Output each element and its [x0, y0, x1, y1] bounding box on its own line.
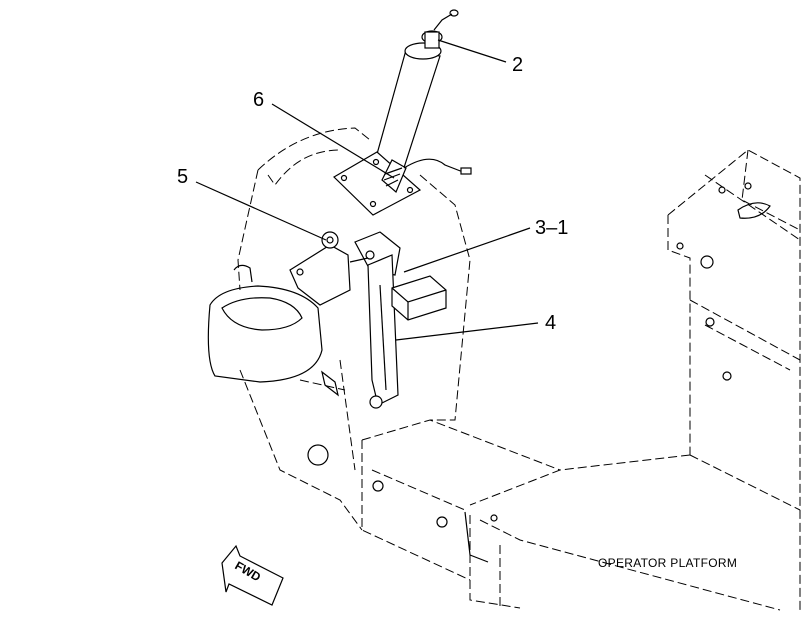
right-frame-structure: [469, 149, 801, 610]
left-console: [207, 127, 471, 531]
leader-lines: [195, 39, 539, 341]
callout-6: 6: [253, 89, 264, 111]
mounting-plate: [333, 151, 472, 216]
platform-box: [361, 419, 781, 611]
callout-4: 4: [545, 312, 556, 334]
pedal-assembly: [289, 231, 447, 409]
callout-5: 5: [177, 166, 188, 188]
fwd-arrow-icon: FWD: [221, 544, 284, 606]
callout-2: 2: [512, 54, 523, 76]
callout-3-1: 3–1: [535, 217, 568, 239]
steering-column: [371, 9, 459, 181]
operator-platform-label: OPERATOR PLATFORM: [598, 556, 737, 570]
